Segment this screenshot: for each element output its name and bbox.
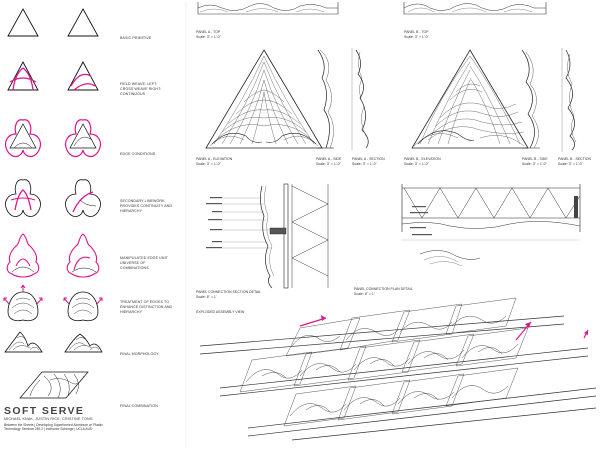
drawing-caption: EXPLODED ASSEMBLY VIEW bbox=[196, 310, 244, 315]
step-label: MANIPULATED EDGE UNIT UNIVERSE OF COMBIN… bbox=[120, 256, 168, 271]
caption-scale: Scale: 3" = 1'-0" bbox=[558, 161, 583, 166]
arrow-icon bbox=[515, 321, 532, 341]
caption-title: PANEL A - ELEVATION bbox=[196, 157, 233, 161]
panel-b-side-drawing bbox=[521, 49, 540, 149]
edge-condition-right-icon bbox=[64, 119, 102, 158]
caption-scale: Scale: 3" = 1'-0" bbox=[522, 161, 547, 166]
step-label: FINAL COMBINATION bbox=[120, 404, 158, 408]
final-combination-icon bbox=[19, 371, 89, 399]
project-title: SOFT SERVE bbox=[4, 405, 85, 417]
exploded-assembly-drawing bbox=[199, 297, 597, 441]
manipulated-edge-right-icon bbox=[66, 233, 100, 278]
drawing-caption: PANEL B - SECTION Scale: 3" = 1'-0" bbox=[558, 157, 591, 166]
edge-treatment-left-icon bbox=[3, 284, 43, 322]
drawing-caption: PANEL CONNECTION PLAN DETAIL Scale: 6" =… bbox=[354, 287, 413, 296]
drawing-caption: PANEL B - TOP Scale: 3" = 1'-0" bbox=[404, 30, 429, 39]
edge-condition-left-icon bbox=[4, 119, 42, 158]
connection-section-drawing bbox=[206, 183, 329, 289]
caption-title: PANEL B - SIDE bbox=[522, 157, 548, 161]
cross-weave-triangle-icon bbox=[7, 61, 39, 91]
primitive-triangle-right-icon bbox=[67, 8, 99, 37]
secondary-linework-left-icon bbox=[5, 179, 41, 217]
caption-scale: Scale: 3" = 1'-0" bbox=[196, 34, 221, 39]
arrow-icon bbox=[583, 329, 589, 339]
connection-plan-drawing bbox=[401, 184, 581, 267]
caption-title: PANEL B - SECTION bbox=[558, 157, 592, 161]
step-label: EDGE CONDITIONS bbox=[120, 152, 156, 156]
caption-title: PANEL A - TOP bbox=[196, 30, 221, 34]
caption-scale: Scale: 3" = 1'-0" bbox=[196, 161, 221, 166]
secondary-linework-right-icon bbox=[65, 179, 101, 217]
caption-title: EXPLODED ASSEMBLY VIEW bbox=[196, 310, 245, 314]
final-morphology-right-icon bbox=[64, 333, 103, 353]
drawing-caption: PANEL A - SIDE Scale: 3" = 1'-0" bbox=[316, 157, 341, 166]
course-info: Between the Sheets | Developing Superfor… bbox=[4, 423, 103, 432]
panel-b-section-drawing bbox=[561, 48, 577, 152]
step-label: TREATMENT OF EDGES TO ENHANCE DISTINCTIO… bbox=[120, 300, 173, 315]
panel-b-elevation-drawing bbox=[411, 49, 529, 149]
panel-a-side-drawing bbox=[317, 49, 334, 149]
caption-scale: Scale: 6" = 1' bbox=[196, 294, 217, 299]
caption-scale: Scale: 3" = 1'-0" bbox=[316, 161, 341, 166]
caption-scale: Scale: 6" = 1' bbox=[354, 291, 375, 296]
caption-title: PANEL CONNECTION SECTION DETAIL bbox=[196, 290, 262, 294]
drawing-caption: PANEL A - SECTION Scale: 3" = 1'-0" bbox=[352, 157, 385, 166]
step-label: FIELD WEAVE: LEFT: CROSS WEAVE RIGHT: CO… bbox=[120, 82, 162, 97]
caption-scale: Scale: 3" = 1'-0" bbox=[404, 34, 429, 39]
panel-a-top-drawing bbox=[197, 2, 339, 15]
course-line: Technology Seminar 289.2 | Instructor Sc… bbox=[4, 427, 93, 432]
drawing-caption: PANEL B - ELEVATION Scale: 3" = 1'-0" bbox=[404, 157, 441, 166]
caption-title: PANEL A - SECTION bbox=[352, 157, 385, 161]
panel-a-elevation-drawing bbox=[205, 49, 323, 149]
continuous-weave-triangle-icon bbox=[67, 61, 99, 91]
course-line: Between the Sheets | Developing Superfor… bbox=[4, 423, 103, 427]
step-label: FINAL MORPHOLOGY bbox=[120, 352, 159, 356]
panel-b-top-drawing bbox=[403, 2, 547, 15]
arrow-icon bbox=[299, 315, 327, 327]
caption-scale: Scale: 3" = 1'-0" bbox=[352, 161, 377, 166]
drawing-caption: PANEL A - ELEVATION Scale: 3" = 1'-0" bbox=[196, 157, 232, 166]
drawing-caption: PANEL A - TOP Scale: 3" = 1'-0" bbox=[196, 30, 221, 39]
step-label: BASIC PRIMITIVE bbox=[120, 36, 152, 40]
caption-title: PANEL B - TOP bbox=[404, 30, 429, 34]
panel-a-section-drawing bbox=[351, 48, 369, 150]
manipulated-edge-left-icon bbox=[6, 233, 40, 278]
edge-treatment-right-icon bbox=[63, 291, 103, 322]
caption-scale: Scale: 3" = 1'-0" bbox=[404, 161, 429, 166]
step-label: SECONDARY LINEWORK PROVIDES CONTINUITY A… bbox=[120, 199, 173, 214]
drawing-caption: PANEL CONNECTION SECTION DETAIL Scale: 6… bbox=[196, 290, 261, 299]
project-authors: MICHAEL KNAK, JUSTIN RICE, CRISTINE TONG bbox=[4, 417, 93, 421]
caption-title: PANEL B - ELEVATION bbox=[404, 157, 441, 161]
caption-title: PANEL CONNECTION PLAN DETAIL bbox=[354, 287, 413, 291]
primitive-triangle-left-icon bbox=[7, 8, 39, 37]
caption-title: PANEL A - SIDE bbox=[316, 157, 342, 161]
final-morphology-left-icon bbox=[4, 331, 43, 353]
drawing-caption: PANEL B - SIDE Scale: 3" = 1'-0" bbox=[522, 157, 548, 166]
